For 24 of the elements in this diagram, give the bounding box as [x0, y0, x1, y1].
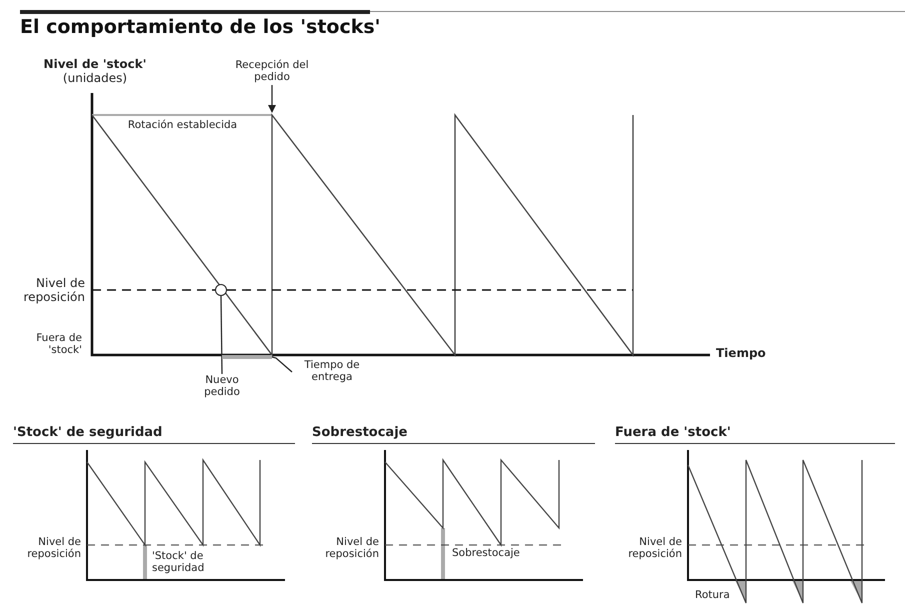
callout-label: Recepción del pedido	[232, 59, 312, 84]
axis-title: Nivel de 'stock'	[42, 58, 148, 72]
leader-line	[272, 356, 292, 372]
axis-unit: (unidades)	[62, 72, 128, 86]
callout-label: Tiempo de entrega	[292, 359, 372, 384]
level-label: Nivel de reposición	[324, 536, 379, 560]
leader-line	[220, 296, 223, 374]
bar-label: 'Stock' de seguridad	[152, 550, 206, 574]
arrow	[268, 85, 276, 113]
panel-heading: 'Stock' de seguridad	[13, 426, 295, 444]
panel-heading: Sobrestocaje	[312, 426, 595, 444]
bar-label: Rotura	[695, 589, 731, 602]
lead-time-bar	[222, 355, 272, 359]
bar-label: Sobrestocaje	[452, 547, 521, 560]
span-label: Rotación establecida	[126, 119, 238, 132]
level-label: Nivel de reposición	[26, 536, 81, 560]
level-label: Nivel de reposición	[22, 277, 85, 305]
panel-heading: Fuera de 'stock'	[615, 426, 895, 444]
level-label: Fuera de 'stock'	[35, 332, 82, 356]
reorder-point-marker	[215, 284, 227, 296]
title: El comportamiento de los 'stocks'	[20, 16, 380, 38]
level-label: Nivel de reposición	[627, 536, 682, 560]
axis-title: Tiempo	[716, 347, 767, 361]
callout-label: Nuevo pedido	[196, 374, 248, 398]
